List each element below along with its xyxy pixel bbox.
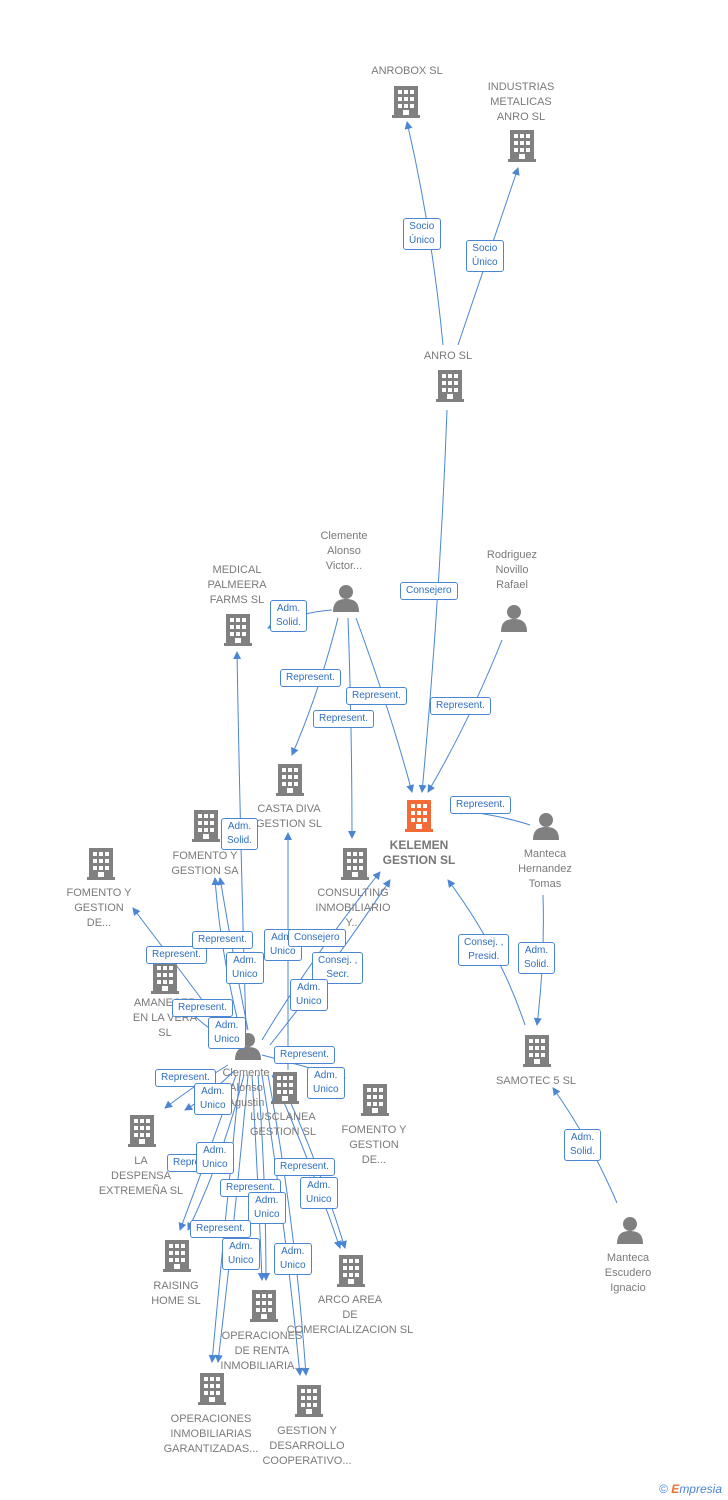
edge-label-13[interactable]: Represent.: [146, 946, 207, 964]
building-icon-lusclanea[interactable]: [271, 1072, 299, 1104]
node-label-fomento_de2[interactable]: FOMENTO Y GESTION DE...: [341, 1124, 407, 1166]
building-icon-fomento_de[interactable]: [87, 848, 115, 880]
brand-initial: E: [671, 1482, 680, 1496]
edge-label-17[interactable]: Consejero: [288, 929, 346, 947]
node-label-medical[interactable]: MEDICAL PALMEERA FARMS SL: [207, 564, 267, 606]
edge-label-28[interactable]: Represent.: [274, 1158, 335, 1176]
building-icon-samotec[interactable]: [523, 1035, 551, 1067]
brand-footer: © Empresia: [659, 1482, 722, 1496]
edge-label-27[interactable]: Adm. Unico: [196, 1142, 234, 1174]
building-icon-anrobox[interactable]: [392, 86, 420, 118]
edge-label-1[interactable]: Socio Único: [403, 218, 441, 250]
node-label-operaciones_inm[interactable]: OPERACIONES INMOBILIARIAS GARANTIZADAS..…: [163, 1413, 259, 1455]
edge-clementea-oprenta2: [257, 1074, 270, 1281]
node-label-rodriguez[interactable]: Rodriguez Novillo Rafael: [486, 549, 538, 591]
building-icon-despensa[interactable]: [128, 1115, 156, 1147]
building-icon-consulting[interactable]: [341, 848, 369, 880]
edge-clementev-consulting: [347, 617, 356, 839]
node-label-gestion_desarrollo[interactable]: GESTION Y DESARROLLO COOPERATIVO...: [262, 1425, 352, 1467]
edge-label-35[interactable]: Adm. Unico: [274, 1243, 312, 1275]
edge-label-10[interactable]: Adm. Solid.: [221, 818, 259, 850]
building-icon-arco[interactable]: [337, 1255, 365, 1287]
building-icon-casta[interactable]: [276, 764, 304, 796]
building-icon-gestion_desarrollo[interactable]: [295, 1385, 323, 1417]
edge-rodriguez-kelemen: [427, 639, 503, 793]
edge-label-19[interactable]: Adm. Unico: [290, 979, 328, 1011]
node-label-manteca_h[interactable]: Manteca Hernandez Tomas: [518, 848, 572, 890]
building-icon-anro[interactable]: [436, 370, 464, 402]
building-icon-medical[interactable]: [224, 614, 252, 646]
edge-label-23[interactable]: Represent.: [155, 1069, 216, 1087]
edge-label-12[interactable]: Adm. Solid.: [518, 942, 556, 974]
building-icon-fomento_de2[interactable]: [361, 1084, 389, 1116]
node-label-manteca_e[interactable]: Manteca Escudero Ignacio: [604, 1252, 652, 1294]
edge-label-9[interactable]: Represent.: [450, 796, 511, 814]
edge-label-4[interactable]: Adm. Solid.: [270, 600, 308, 632]
edge-label-34[interactable]: Adm. Solid.: [564, 1129, 602, 1161]
edge-label-5[interactable]: Represent.: [280, 669, 341, 687]
edge-label-29[interactable]: Adm. Unico: [300, 1177, 338, 1209]
edge-label-33[interactable]: Adm. Unico: [222, 1238, 260, 1270]
node-label-lusclanea[interactable]: LUSCLANEA GESTION SL: [249, 1111, 317, 1138]
person-icon-rodriguez[interactable]: [500, 604, 528, 632]
edge-label-7[interactable]: Represent.: [313, 710, 374, 728]
node-label-clemente_a[interactable]: Clemente Alonso Agustin: [222, 1067, 270, 1109]
edge-label-22[interactable]: Represent.: [274, 1046, 335, 1064]
edge-label-14[interactable]: Represent.: [192, 931, 253, 949]
edge-label-6[interactable]: Represent.: [346, 687, 407, 705]
node-label-arco[interactable]: ARCO AREA DE COMERCIALIZACION SL: [286, 1294, 414, 1336]
node-label-clemente_v[interactable]: Clemente Alonso Victor...: [320, 530, 368, 572]
node-label-casta[interactable]: CASTA DIVA GESTION SL: [255, 803, 323, 830]
building-icon-fomento_sa[interactable]: [192, 810, 220, 842]
node-label-anro[interactable]: ANRO SL: [423, 350, 473, 362]
edge-label-8[interactable]: Represent.: [430, 697, 491, 715]
edge-label-2[interactable]: Socio Único: [466, 240, 504, 272]
edge-clementea-gestiondes2: [267, 1074, 310, 1376]
node-label-kelemen[interactable]: KELEMEN GESTION SL: [382, 838, 456, 867]
edge-label-32[interactable]: Represent.: [190, 1220, 251, 1238]
edge-clementea-fomentosa: [211, 877, 241, 1031]
building-icon-raising[interactable]: [163, 1240, 191, 1272]
edge-clementea-opinm: [208, 1074, 241, 1363]
edge-anro-kelemen: [418, 409, 448, 793]
edge-clementea-oprenta: [251, 1074, 266, 1281]
person-icon-clemente_v[interactable]: [332, 584, 360, 612]
edge-label-15[interactable]: Adm. Unico: [226, 952, 264, 984]
building-icon-operaciones_renta[interactable]: [250, 1290, 278, 1322]
edge-label-20[interactable]: Represent.: [172, 999, 233, 1017]
edge-label-11[interactable]: Consej. , Presid.: [458, 934, 510, 966]
edge-label-31[interactable]: Adm. Unico: [248, 1192, 286, 1224]
brand-name: mpresia: [679, 1482, 722, 1496]
node-label-despensa[interactable]: LA DESPENSA EXTREMEÑA SL: [98, 1155, 184, 1197]
building-icon-kelemen[interactable]: [405, 800, 433, 832]
edge-label-3[interactable]: Consejero: [400, 582, 458, 600]
node-label-consulting[interactable]: CONSULTING INMOBILIARIO Y...: [315, 887, 391, 929]
building-icon-operaciones_inm[interactable]: [198, 1373, 226, 1405]
edge-label-21[interactable]: Adm. Unico: [208, 1017, 246, 1049]
node-label-anrobox[interactable]: ANROBOX SL: [371, 65, 443, 77]
node-label-fomento_sa[interactable]: FOMENTO Y GESTION SA: [171, 850, 239, 877]
node-label-industrias[interactable]: INDUSTRIAS METALICAS ANRO SL: [487, 81, 555, 123]
edge-label-25[interactable]: Adm. Unico: [307, 1067, 345, 1099]
edge-clementea-opinm2: [214, 1074, 249, 1363]
edge-label-24[interactable]: Adm. Unico: [194, 1083, 232, 1115]
node-label-raising[interactable]: RAISING HOME SL: [151, 1280, 201, 1307]
person-icon-manteca_e[interactable]: [616, 1216, 644, 1244]
building-icon-amanecer[interactable]: [151, 962, 179, 994]
edge-label-18[interactable]: Consej. , Secr.: [312, 952, 364, 984]
edge-clementev-kelemen: [355, 617, 415, 793]
person-icon-manteca_h[interactable]: [532, 812, 560, 840]
edge-clementev-casta: [291, 617, 339, 756]
copyright-symbol: ©: [659, 1482, 668, 1496]
node-label-samotec[interactable]: SAMOTEC 5 SL: [495, 1075, 577, 1087]
node-label-fomento_de[interactable]: FOMENTO Y GESTION DE...: [66, 887, 132, 929]
node-label-operaciones_renta[interactable]: OPERACIONES DE RENTA INMOBILIARIA...: [220, 1330, 304, 1372]
building-icon-industrias[interactable]: [508, 130, 536, 162]
